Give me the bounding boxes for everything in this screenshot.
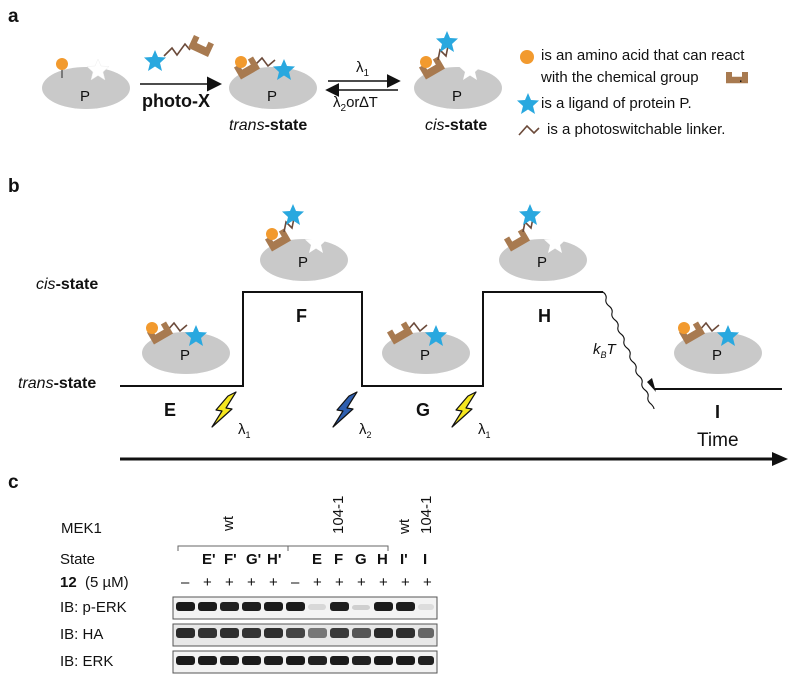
state-col-e-prime: E'	[202, 551, 216, 568]
state-col-h-prime: H'	[267, 551, 282, 568]
compound-col-7: +	[313, 574, 322, 591]
protein-unmodified-diagram	[42, 58, 130, 109]
compound-col-6: –	[291, 574, 300, 591]
compound-col-10: +	[379, 574, 388, 591]
legend-linker-text: is a photoswitchable linker.	[547, 121, 726, 138]
thermal-relaxation-wavy	[602, 291, 655, 410]
photo-x-reagent-icon	[144, 35, 214, 71]
protein-label: P	[712, 347, 723, 364]
time-axis-label: Time	[697, 430, 739, 451]
protein-state-f	[260, 204, 348, 281]
cis-state-axis-label: cis-state	[36, 276, 99, 293]
equilibrium-arrows	[325, 74, 401, 97]
legend-ligand-text: is a ligand of protein P.	[541, 95, 692, 112]
protein-state-i	[674, 321, 762, 374]
state-label-g: G	[416, 400, 431, 420]
protein-label: P	[180, 347, 191, 364]
legend-amino-acid-line2: with the chemical group.	[541, 69, 743, 86]
protein-label: P	[267, 88, 278, 105]
flash-lambda2-label: λ2	[359, 421, 372, 440]
trans-state-axis-label: trans-state	[18, 375, 97, 392]
kbt-label: kBT	[593, 341, 616, 360]
state-col-i: I	[423, 551, 428, 568]
mek1-group-104-1: 104-1	[330, 495, 347, 534]
protein-label: P	[298, 254, 309, 271]
cis-state-label: cis-state	[425, 117, 488, 134]
state-label-h: H	[538, 306, 551, 326]
wavy-arrowhead	[647, 378, 656, 392]
state-col-i-prime: I'	[400, 551, 408, 568]
state-row-label: State	[60, 551, 96, 568]
state-col-h: H	[377, 551, 388, 568]
state-label-f: F	[296, 306, 307, 326]
mek1-group-wt: wt	[220, 516, 237, 531]
blot-label-p-erk: IB: p-ERK	[60, 599, 127, 616]
protein-label: P	[537, 254, 548, 271]
flash-lambda1-second-label: λ1	[478, 421, 491, 440]
reagent-label: photo-X	[142, 91, 210, 111]
compound-col-12: +	[423, 574, 432, 591]
protein-label: P	[420, 347, 431, 364]
compound-col-1: –	[181, 574, 190, 591]
state-col-f: F	[334, 551, 344, 568]
protein-label: P	[80, 88, 91, 105]
state-col-f-prime: F'	[224, 551, 237, 568]
protein-state-e	[142, 321, 230, 374]
time-axis-arrowhead	[772, 452, 788, 466]
panel-c-letter: c	[8, 472, 19, 493]
legend-amino-acid-line1: is an amino acid that can react	[541, 47, 745, 64]
compound-col-3: +	[225, 574, 234, 591]
state-col-e: E	[312, 551, 323, 568]
linker-legend-icon	[518, 124, 540, 136]
compound-col-2: +	[203, 574, 212, 591]
compound-col-8: +	[335, 574, 344, 591]
protein-state-g	[382, 321, 470, 374]
blot-ha	[172, 623, 438, 647]
mek1-label: MEK1	[61, 520, 102, 537]
flash-lambda1-first-label: λ1	[238, 421, 251, 440]
protein-trans-state-diagram	[229, 56, 317, 109]
blot-erk	[172, 650, 438, 674]
protein-cis-state-diagram	[414, 31, 502, 109]
compound-col-5: +	[269, 574, 278, 591]
mek1-group-104-1-2: 104-1	[418, 495, 435, 534]
ligand-legend-icon	[517, 93, 539, 114]
reverse-condition-label: λ2or∆T	[333, 94, 378, 114]
compound-row-label: 12 (5 µM)	[60, 574, 129, 591]
blot-label-erk: IB: ERK	[60, 653, 114, 670]
flash-lambda1-first-icon	[211, 391, 237, 428]
mek1-group-wt-2: wt	[396, 519, 413, 534]
forward-wavelength-label: λ1	[356, 59, 370, 79]
flash-lambda2-icon	[332, 391, 358, 428]
amino-acid-legend-icon	[520, 50, 534, 64]
panel-b-letter: b	[8, 176, 20, 197]
state-col-g: G	[355, 551, 367, 568]
protein-label: P	[452, 88, 463, 105]
state-label-i: I	[715, 402, 721, 422]
blot-label-ha: IB: HA	[60, 626, 104, 643]
state-col-g-prime: G'	[246, 551, 262, 568]
blot-p-erk	[172, 596, 438, 620]
flash-lambda1-second-icon	[451, 391, 477, 428]
state-label-e: E	[164, 400, 177, 420]
compound-col-9: +	[357, 574, 366, 591]
wt-bracket	[177, 545, 389, 551]
panel-a-letter: a	[8, 6, 19, 27]
trans-state-label: trans-state	[229, 117, 308, 134]
compound-col-11: +	[401, 574, 410, 591]
protein-state-h	[499, 204, 587, 281]
compound-col-4: +	[247, 574, 256, 591]
state-trace-line	[120, 291, 603, 387]
